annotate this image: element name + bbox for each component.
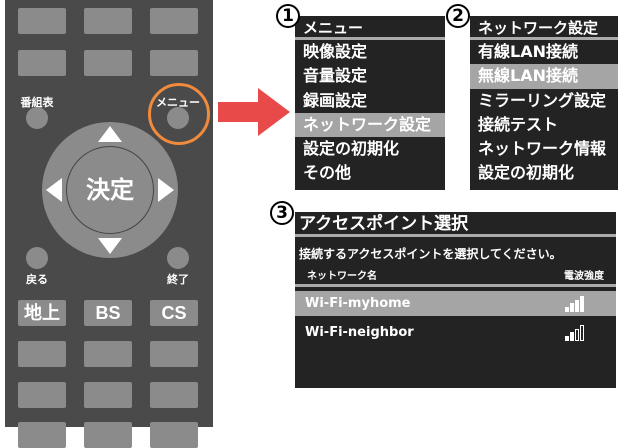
step-number: 2 [446,4,470,28]
signal-bar [580,296,584,312]
blank-key[interactable] [150,422,198,448]
tv-remote: 番組表 メニュー 決定 戻る 終了 地上 BS CS [5,0,213,448]
menu-item[interactable]: ネットワーク設定 [295,112,445,138]
menu-item[interactable]: 映像設定 [303,42,368,61]
table-header: ネットワーク名 電波強度 [295,267,616,287]
menu-title: ネットワーク設定 [470,16,618,40]
menu-item[interactable]: 有線LAN接続 [478,42,578,61]
panel-title: アクセスポイント選択 [295,212,616,237]
signal-strength-icon [565,296,584,312]
network-row[interactable]: Wi-Fi-neighbor [295,320,616,345]
network-row[interactable]: Wi-Fi-myhome [295,291,616,316]
blank-key[interactable] [150,8,198,34]
ok-button[interactable]: 決定 [66,146,154,234]
blank-key[interactable] [150,341,198,367]
up-arrow-icon[interactable] [98,126,122,142]
menu-item[interactable]: 録画設定 [303,90,368,110]
signal-bar [570,303,574,312]
blank-key[interactable] [84,382,132,408]
blank-key[interactable] [84,50,132,76]
menu-title: メニュー [295,16,445,40]
blank-key[interactable] [150,50,198,76]
network-name: Wi-Fi-neighbor [305,325,414,340]
step-number: 1 [276,4,300,28]
bs-key[interactable]: BS [84,300,132,326]
menu-item[interactable]: ネットワーク情報 [478,139,607,159]
menu-item[interactable]: 音量設定 [303,66,368,86]
back-button[interactable] [26,247,48,269]
blank-key[interactable] [18,341,66,367]
exit-button[interactable] [167,247,189,269]
column-signal: 電波強度 [564,271,604,282]
signal-strength-icon [565,325,584,341]
right-arrow-icon[interactable] [158,178,174,202]
exit-label: 終了 [167,273,189,286]
instruction-text: 接続するアクセスポイントを選択してください。 [299,247,562,261]
network-name: Wi-Fi-myhome [305,296,411,311]
main-menu: メニュー 映像設定音量設定録画設定ネットワーク設定設定の初期化その他 [295,16,445,190]
menu-item[interactable]: 設定の初期化 [478,163,575,183]
menu-item[interactable]: ミラーリング設定 [478,90,607,110]
guide-label: 番組表 [20,96,54,109]
blank-key[interactable] [18,8,66,34]
access-point-panel: アクセスポイント選択 接続するアクセスポイントを選択してください。 ネットワーク… [295,212,616,388]
signal-bar [565,335,569,341]
left-arrow-icon[interactable] [46,178,62,202]
blank-key[interactable] [18,382,66,408]
blank-key[interactable] [18,422,66,448]
terrestrial-key[interactable]: 地上 [18,300,66,326]
signal-bar [575,299,579,312]
right-arrow-icon [218,88,290,136]
menu-highlight-ring [148,83,210,145]
blank-key[interactable] [84,341,132,367]
blank-key[interactable] [84,8,132,34]
menu-item[interactable]: 接続テスト [478,114,559,134]
dpad[interactable]: 決定 [42,122,178,258]
signal-bar [575,328,579,341]
down-arrow-icon[interactable] [98,238,122,254]
menu-item[interactable]: 無線LAN接続 [470,64,618,89]
step-number: 3 [270,201,294,225]
blank-key[interactable] [18,50,66,76]
menu-item[interactable]: その他 [303,163,352,183]
cs-key[interactable]: CS [150,300,198,326]
signal-bar [580,325,584,341]
network-menu: ネットワーク設定 有線LAN接続無線LAN接続ミラーリング設定接続テストネットワ… [470,16,618,190]
menu-item[interactable]: 設定の初期化 [303,139,400,159]
signal-bar [565,306,569,312]
back-label: 戻る [26,273,48,286]
guide-button[interactable] [26,107,48,129]
signal-bar [570,332,574,341]
blank-key[interactable] [84,422,132,448]
blank-key[interactable] [150,382,198,408]
column-network-name: ネットワーク名 [307,271,377,282]
